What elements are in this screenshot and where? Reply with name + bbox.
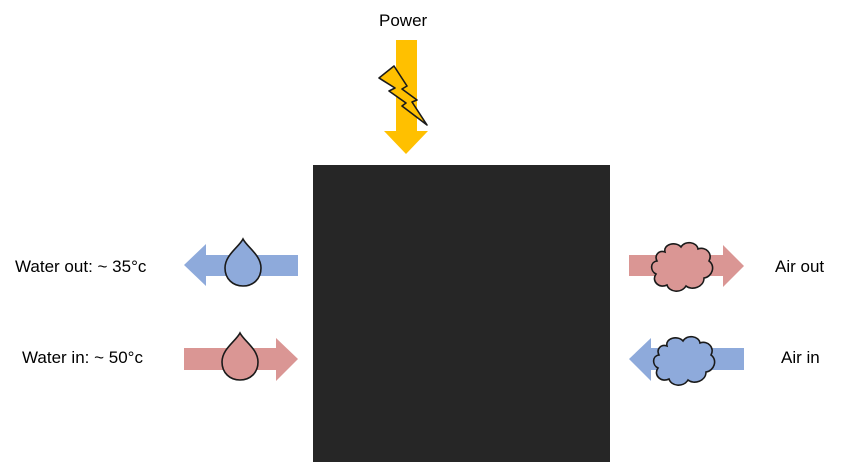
air-in-label: Air in	[781, 348, 820, 367]
air-out-label: Air out	[775, 257, 825, 276]
power-label: Power	[379, 11, 428, 30]
cloud-icon	[652, 335, 716, 386]
lightning-bolt-icon	[378, 65, 428, 126]
water-drop-icon	[224, 237, 262, 287]
cloud-icon	[650, 241, 714, 292]
unit-body	[313, 165, 610, 462]
water-drop-icon	[221, 331, 259, 381]
water-out-label: Water out: ~ 35°c	[15, 257, 147, 276]
water-in-label: Water in: ~ 50°c	[22, 348, 143, 367]
